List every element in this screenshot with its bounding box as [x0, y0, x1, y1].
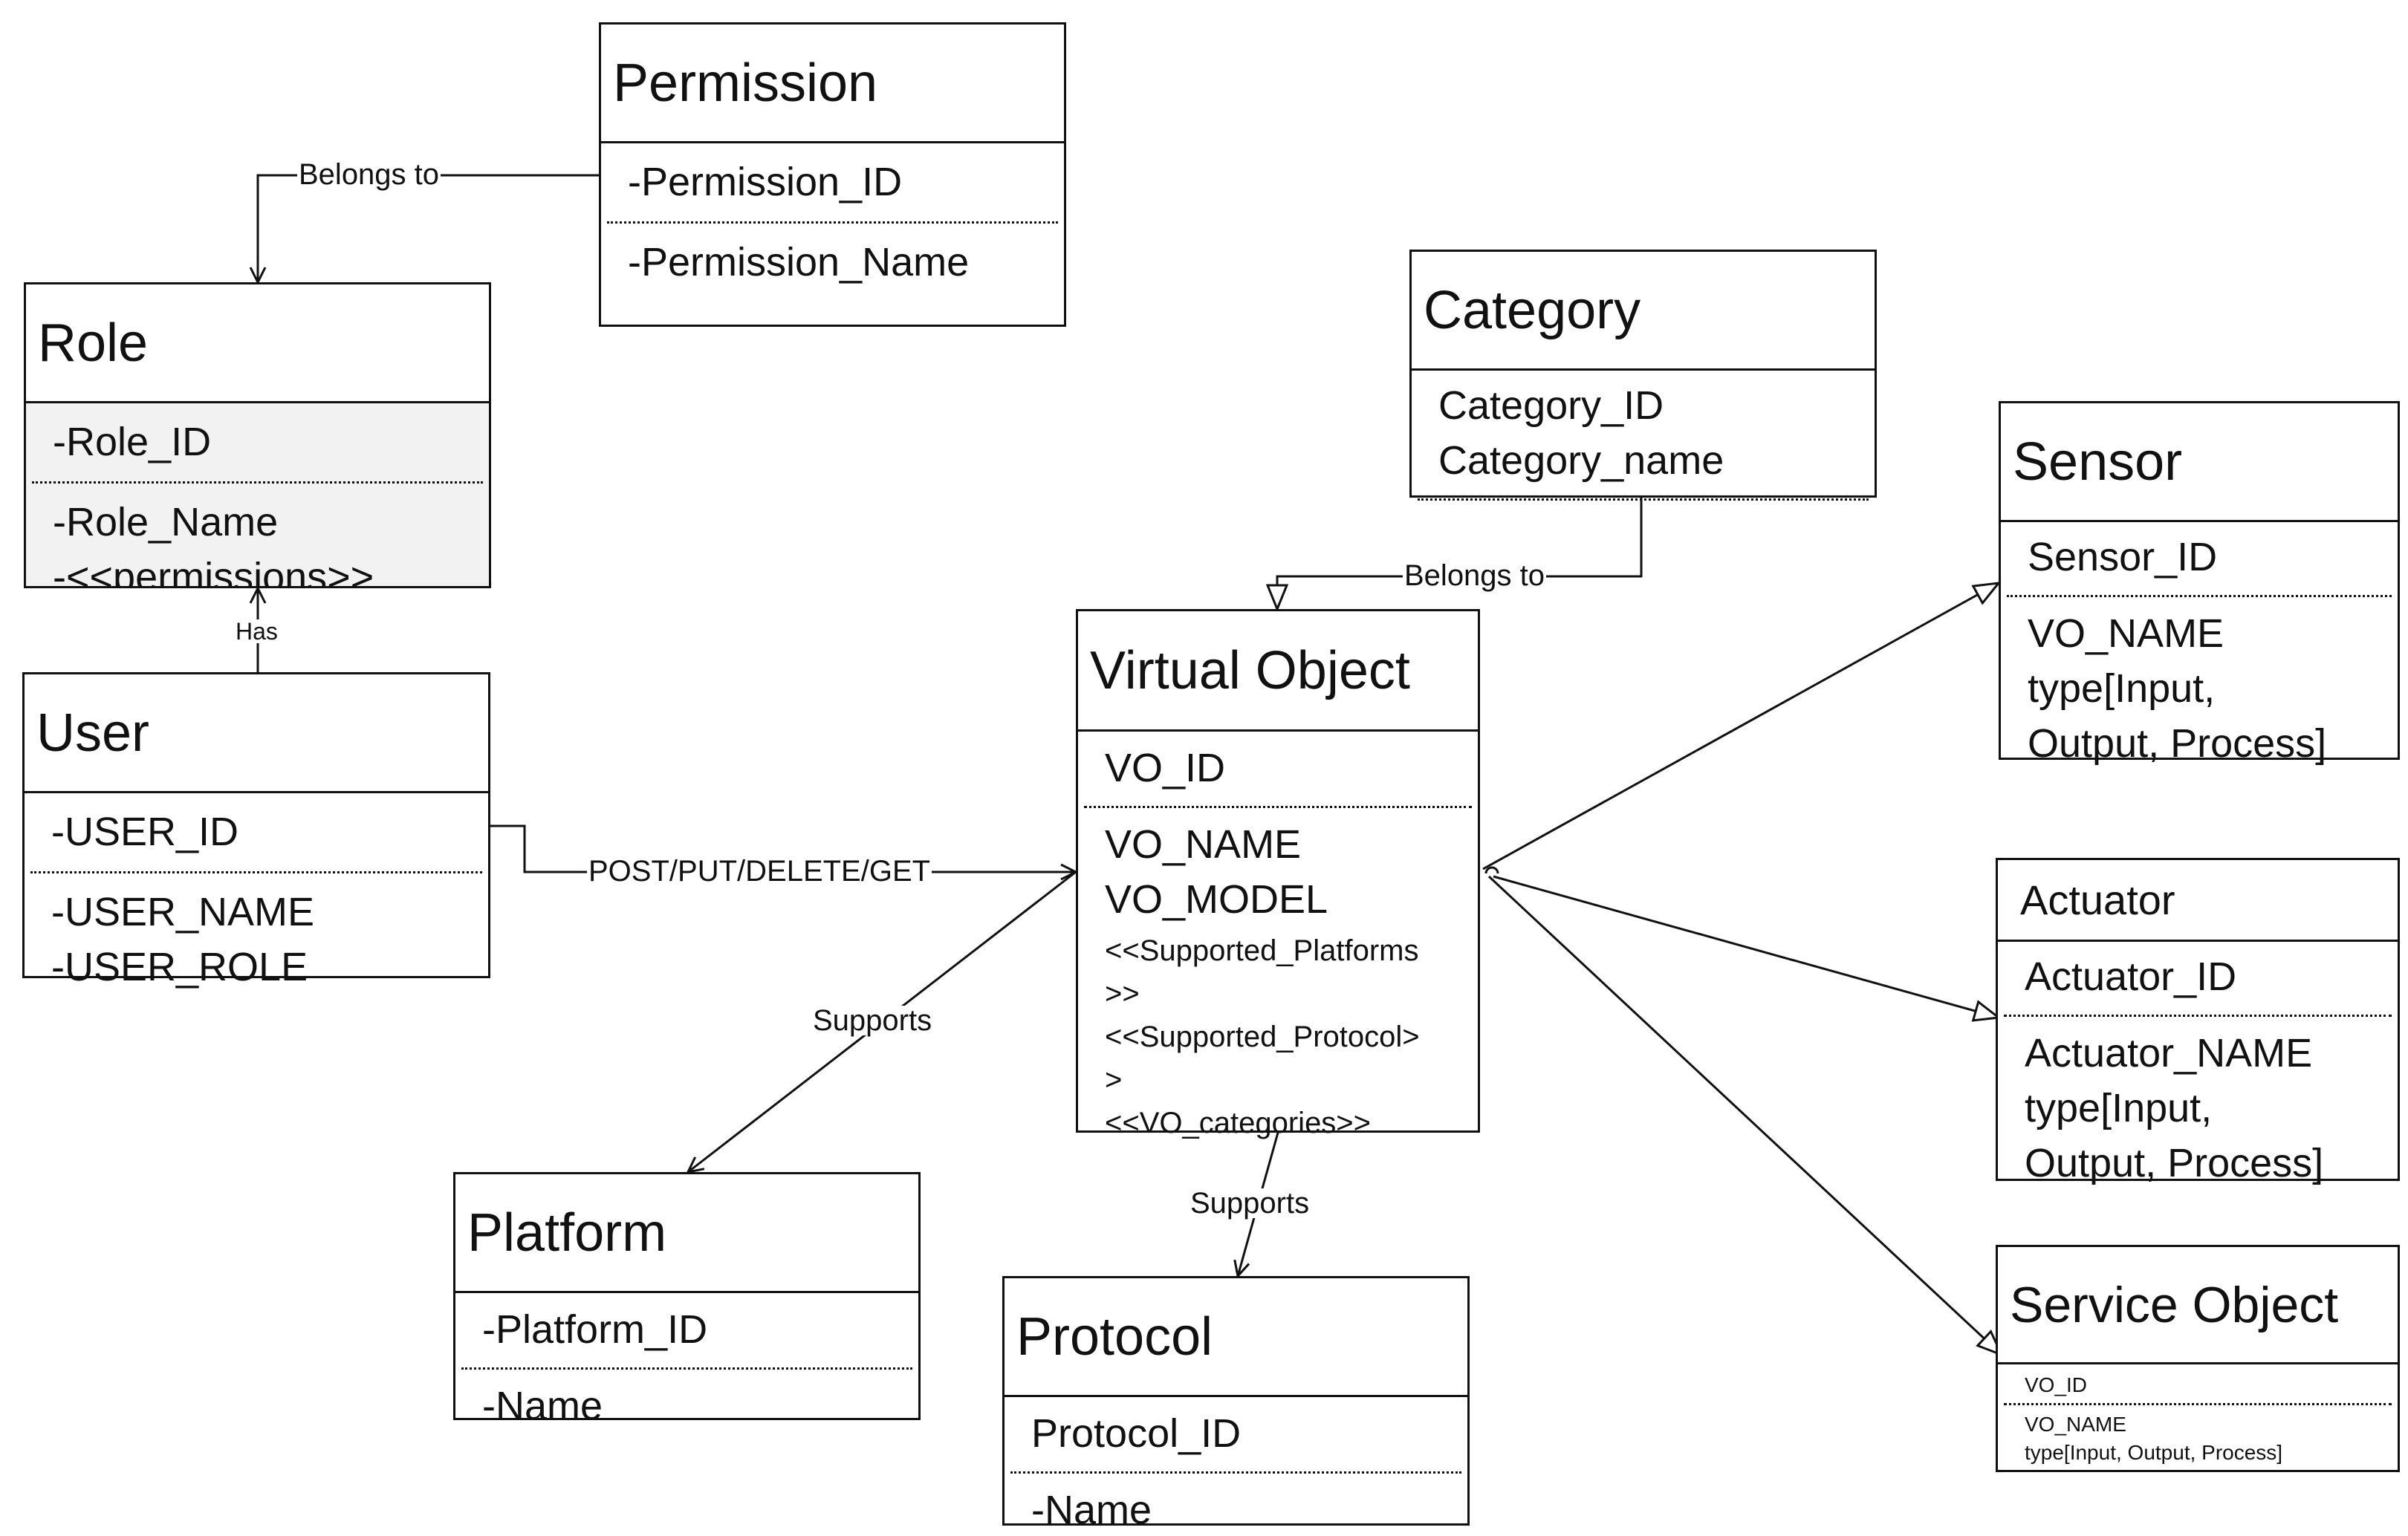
field-sensor-type: type[Input, — [2028, 666, 2216, 711]
field-sensor-id: Sensor_ID — [2028, 535, 2218, 579]
entity-service-object[interactable]: Service Object VO_ID VO_NAME type[Input,… — [1996, 1245, 2400, 1472]
entity-title: Sensor — [2001, 403, 2398, 522]
field-so-type: type[Input, Output, Process] — [2025, 1441, 2283, 1464]
field-divider — [32, 481, 483, 484]
field-role-id: -Role_ID — [53, 420, 212, 464]
field-divider — [2004, 1403, 2392, 1405]
field-vo-supported-platforms: <<Supported_Platforms — [1105, 934, 1419, 967]
entity-title: Category — [1412, 252, 1875, 371]
entity-title: Permission — [601, 25, 1064, 143]
role-fields-area: -Role_ID -Role_Name -<<permissions>> — [26, 403, 489, 586]
field-divider — [461, 1367, 912, 1370]
field-category-id: Category_ID — [1438, 383, 1664, 428]
field-divider — [2007, 595, 2392, 597]
field-divider — [607, 221, 1058, 224]
label-permission-role: Belongs to — [297, 158, 441, 191]
line-hop — [1484, 866, 1499, 874]
field-platform-id: -Platform_ID — [482, 1307, 708, 1352]
field-vo-categories: <<VO_categories>> — [1105, 1107, 1372, 1139]
label-user-role: Has — [234, 618, 279, 645]
field-role-name: -Role_Name — [53, 500, 279, 544]
field-user-role: -USER_ROLE — [51, 945, 308, 989]
label-category-vo: Belongs to — [1403, 559, 1547, 592]
field-vo-id: VO_ID — [1105, 746, 1226, 790]
entity-user[interactable]: User -USER_ID -USER_NAME -USER_ROLE — [22, 672, 490, 987]
field-vo-supported-platforms-cont: >> — [1105, 977, 1140, 1010]
field-protocol-name: -Name — [1031, 1488, 1152, 1532]
field-actuator-type-cont: Output, Process] — [2025, 1141, 2324, 1185]
entity-platform[interactable]: Platform -Platform_ID -Name — [453, 1172, 921, 1426]
field-category-name: Category_name — [1438, 438, 1724, 483]
connector-category-vo — [1277, 498, 1643, 609]
connector-vo-actuator — [1493, 875, 1999, 1018]
entity-virtual-object[interactable]: Virtual Object VO_ID VO_NAME VO_MODEL <<… — [1076, 609, 1480, 1138]
connector-vo-sensor — [1482, 583, 1999, 870]
field-so-vo-name: VO_NAME — [2025, 1413, 2126, 1436]
entity-role[interactable]: Role -Role_ID -Role_Name -<<permissions>… — [24, 282, 491, 588]
field-divider — [1010, 1471, 1461, 1474]
entity-title: Platform — [455, 1174, 918, 1293]
field-sensor-vo-name: VO_NAME — [2028, 611, 2224, 656]
entity-title: Virtual Object — [1078, 611, 1478, 732]
field-user-id: -USER_ID — [51, 810, 239, 854]
field-sensor-type-cont: Output, Process] — [2028, 721, 2327, 766]
field-vo-supported-protocol: <<Supported_Protocol> — [1105, 1021, 1420, 1053]
field-role-permissions: -<<permissions>> — [53, 555, 374, 586]
entity-protocol[interactable]: Protocol Protocol_ID -Name — [1002, 1276, 1470, 1530]
field-vo-name: VO_NAME — [1105, 822, 1302, 867]
field-platform-name: -Name — [482, 1384, 603, 1428]
field-divider — [1418, 498, 1869, 501]
entity-permission[interactable]: Permission -Permission_ID -Permission_Na… — [599, 22, 1066, 327]
field-permission-name: -Permission_Name — [628, 240, 970, 284]
field-user-name: -USER_NAME — [51, 890, 315, 934]
entity-title: Protocol — [1005, 1278, 1467, 1397]
connector-vo-service-object — [1487, 875, 2002, 1355]
field-permission-id: -Permission_ID — [628, 160, 903, 204]
entity-title: User — [25, 674, 488, 793]
connector-permission-role — [258, 174, 599, 282]
entity-category[interactable]: Category Category_ID Category_name — [1409, 250, 1877, 501]
entity-title: Actuator — [1998, 860, 2398, 942]
entity-title: Role — [26, 284, 489, 403]
field-actuator-id: Actuator_ID — [2025, 954, 2237, 999]
field-protocol-id: Protocol_ID — [1031, 1411, 1242, 1456]
entity-title: Service Object — [1998, 1247, 2398, 1364]
field-actuator-type: type[Input, — [2025, 1086, 2213, 1130]
field-divider — [2004, 1015, 2392, 1017]
field-so-vo-id: VO_ID — [2025, 1373, 2088, 1396]
entity-sensor[interactable]: Sensor Sensor_ID VO_NAME type[Input, Out… — [1999, 401, 2400, 764]
field-actuator-name: Actuator_NAME — [2025, 1031, 2313, 1075]
label-vo-platform: Supports — [811, 1004, 934, 1037]
field-vo-model: VO_MODEL — [1105, 877, 1328, 922]
entity-actuator[interactable]: Actuator Actuator_ID Actuator_NAME type[… — [1996, 858, 2400, 1185]
field-divider — [1084, 806, 1472, 808]
field-divider — [30, 871, 482, 873]
label-vo-protocol: Supports — [1189, 1187, 1311, 1220]
field-vo-supported-protocol-cont: > — [1105, 1064, 1123, 1096]
label-user-vo: POST/PUT/DELETE/GET — [587, 855, 932, 888]
